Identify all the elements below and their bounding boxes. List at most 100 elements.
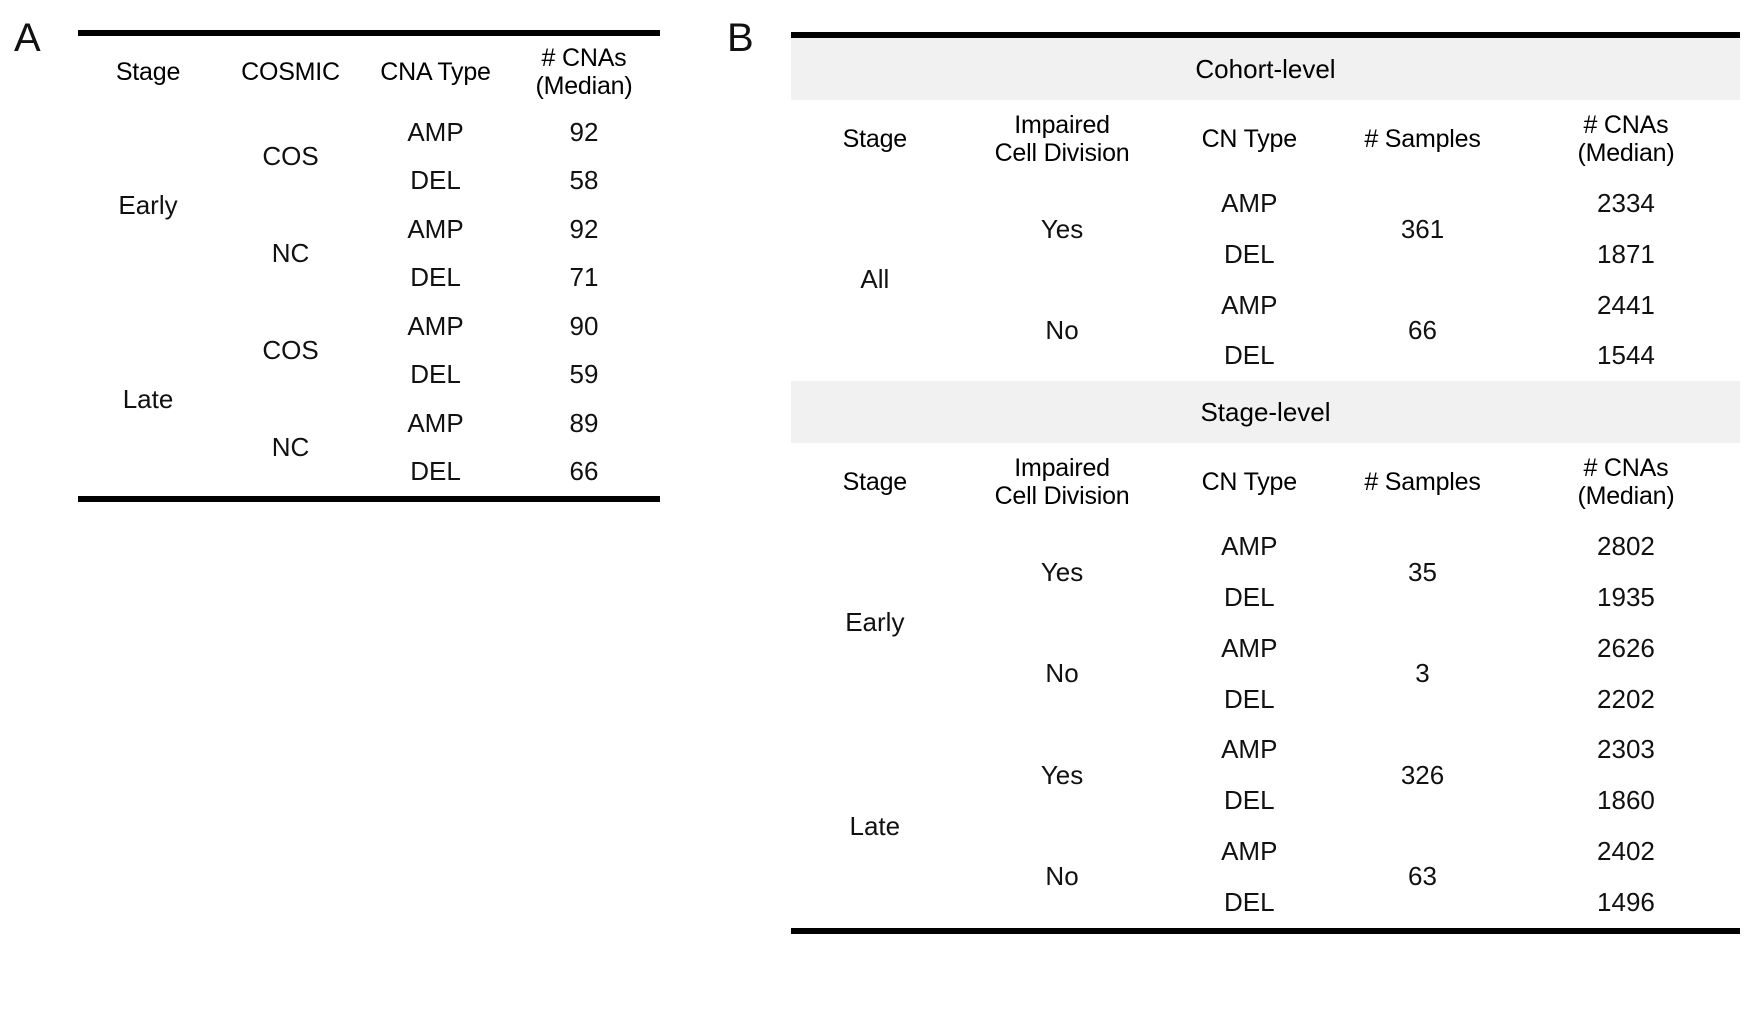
column-header-cnas-line1: # CNAs <box>1583 454 1669 483</box>
cell-cn-type: DEL <box>1223 886 1275 917</box>
table-row: DEL 2202 <box>791 674 1740 725</box>
table-row: Early COS AMP 92 <box>78 108 660 219</box>
cell-cnas-median: 2802 <box>1597 531 1655 562</box>
impaired-cell-division-table: Cohort-level Stage Impaired Cell Divisio… <box>791 38 1740 928</box>
cell-cnas-median: 1860 <box>1597 785 1655 816</box>
cell-stage-late: Late <box>849 810 901 841</box>
column-header-stage: Stage <box>115 58 181 86</box>
cell-cn-type: DEL <box>1223 683 1275 714</box>
cell-cosmic-nc-late: NC <box>271 432 310 463</box>
column-header-cn-type: CN Type <box>1201 468 1298 497</box>
column-header-cnas-median: # CNAs (Median) <box>1512 443 1740 521</box>
column-header-cnas-line2: (Median) <box>1577 482 1675 511</box>
cell-cn-type: DEL <box>1223 340 1275 371</box>
cell-cnas-median: 1496 <box>1597 886 1655 917</box>
cell-cnas-median: 2202 <box>1597 683 1655 714</box>
column-header-impaired-line1: Impaired <box>1014 454 1110 483</box>
cell-impaired-yes: Yes <box>1040 213 1084 244</box>
cell-cna-type: AMP <box>407 407 464 438</box>
panel-b-top-rule <box>791 32 1740 38</box>
cell-cn-type: AMP <box>1221 289 1278 320</box>
cell-stage-early: Early <box>118 189 178 220</box>
table-row: DEL 1544 <box>791 330 1740 381</box>
column-header-cnas-line1: # CNAs <box>1583 111 1669 139</box>
panel-b-label: B <box>727 16 754 60</box>
cell-cosmic-cos-early: COS <box>262 141 319 172</box>
column-header-cnas-line1: # CNAs <box>541 44 627 72</box>
cell-cn-type: AMP <box>1221 188 1278 219</box>
cell-cna-type: DEL <box>410 456 461 487</box>
cell-samples: 3 <box>1415 658 1430 689</box>
table-row: NC AMP 89 <box>78 399 660 462</box>
column-header-impaired-cell-division: Impaired Cell Division <box>959 100 1166 178</box>
cell-cna-type: AMP <box>407 213 464 244</box>
cosmic-cna-table: Stage COSMIC CNA Type # CNAs (Median) Ea… <box>78 36 660 496</box>
cell-cnas-median: 92 <box>569 116 599 147</box>
panel-a-table-wrapper: Stage COSMIC CNA Type # CNAs (Median) Ea… <box>78 30 660 502</box>
cell-cosmic-cos-late: COS <box>262 335 319 366</box>
cell-cnas-median: 2334 <box>1597 188 1655 219</box>
cell-cn-type: AMP <box>1221 836 1278 867</box>
column-header-cnas-median: # CNAs (Median) <box>1512 100 1740 178</box>
column-header-samples: # Samples <box>1364 125 1481 153</box>
panel-b-table-wrapper: Cohort-level Stage Impaired Cell Divisio… <box>791 32 1740 934</box>
table-row: NC AMP 92 <box>78 205 660 268</box>
table-row: No AMP 3 2626 <box>791 623 1740 688</box>
cell-stage-all: All <box>860 264 890 295</box>
table-row: Late COS AMP 90 <box>78 302 660 413</box>
cell-cnas-median: 90 <box>569 310 599 341</box>
cell-cnas-median: 89 <box>569 407 599 438</box>
column-header-cnas-line2: (Median) <box>535 72 633 100</box>
cell-cna-type: AMP <box>407 116 464 147</box>
cell-cnas-median: 1544 <box>1597 340 1655 371</box>
cell-cn-type: DEL <box>1223 785 1275 816</box>
cell-samples: 326 <box>1400 759 1445 790</box>
cell-cn-type: AMP <box>1221 632 1278 663</box>
cell-samples: 361 <box>1400 213 1445 244</box>
cell-cna-type: DEL <box>410 262 461 293</box>
cell-cn-type: DEL <box>1223 238 1275 269</box>
table-row: DEL 71 <box>78 254 660 303</box>
cell-cn-type: AMP <box>1221 734 1278 765</box>
column-header-cn-type: CN Type <box>1201 125 1298 153</box>
table-row: All Yes AMP 361 2334 <box>791 178 1740 294</box>
cell-impaired-no: No <box>1045 315 1079 346</box>
cell-cnas-median: 92 <box>569 213 599 244</box>
table-row: DEL 59 <box>78 351 660 400</box>
cell-impaired-no: No <box>1045 861 1079 892</box>
cell-impaired-no: No <box>1045 658 1079 689</box>
cell-cn-type: DEL <box>1223 582 1275 613</box>
cell-cna-type: DEL <box>410 165 461 196</box>
cell-cnas-median: 1935 <box>1597 582 1655 613</box>
cell-cnas-median: 71 <box>569 262 599 293</box>
cell-cna-type: DEL <box>410 359 461 390</box>
cell-cnas-median: 2402 <box>1597 836 1655 867</box>
column-header-impaired-line2: Cell Division <box>994 139 1130 167</box>
cell-impaired-yes: Yes <box>1040 759 1084 790</box>
cell-impaired-yes: Yes <box>1040 556 1084 587</box>
table-row: DEL 1935 <box>791 572 1740 623</box>
table-row: Early Yes AMP 35 2802 <box>791 521 1740 637</box>
column-header-impaired-line2: Cell Division <box>994 482 1130 511</box>
panel-a-top-rule <box>78 30 660 36</box>
cell-cnas-median: 66 <box>569 456 599 487</box>
table-header-row-cohort: Stage Impaired Cell Division CN Type # S… <box>791 100 1740 178</box>
section-band-label: Stage-level <box>791 381 1740 444</box>
column-header-cnas-line2: (Median) <box>1577 139 1675 167</box>
table-row: DEL 1860 <box>791 775 1740 826</box>
cell-stage-late: Late <box>122 383 174 414</box>
section-band-label: Cohort-level <box>791 38 1740 100</box>
table-row: No AMP 63 2402 <box>791 826 1740 891</box>
column-header-stage: Stage <box>842 125 908 153</box>
cell-cnas-median: 58 <box>569 165 599 196</box>
panel-b-bottom-rule <box>791 927 1740 934</box>
table-row: DEL 1496 <box>791 877 1740 928</box>
cell-cnas-median: 2441 <box>1597 289 1655 320</box>
cell-cosmic-nc-early: NC <box>271 238 310 269</box>
column-header-cna-type: CNA Type <box>380 58 491 86</box>
column-header-cosmic: COSMIC <box>241 58 340 86</box>
column-header-stage: Stage <box>842 468 908 497</box>
table-row: No AMP 66 2441 <box>791 280 1740 344</box>
section-band-cohort-level: Cohort-level <box>791 38 1740 100</box>
table-header-row: Stage COSMIC CNA Type # CNAs (Median) <box>78 36 660 108</box>
